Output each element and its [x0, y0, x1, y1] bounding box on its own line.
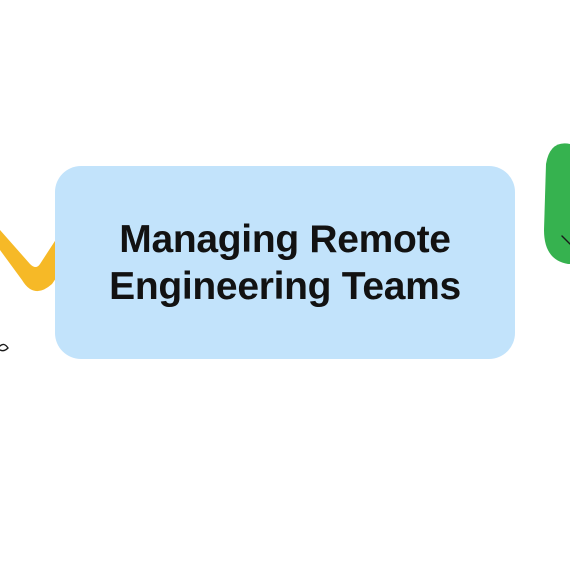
page-title: Managing Remote Engineering Teams	[109, 216, 461, 310]
title-card: Managing Remote Engineering Teams	[55, 166, 515, 359]
title-line-2: Engineering Teams	[109, 264, 461, 308]
green-leaf-icon	[544, 143, 570, 264]
title-line-1: Managing Remote	[119, 217, 451, 261]
